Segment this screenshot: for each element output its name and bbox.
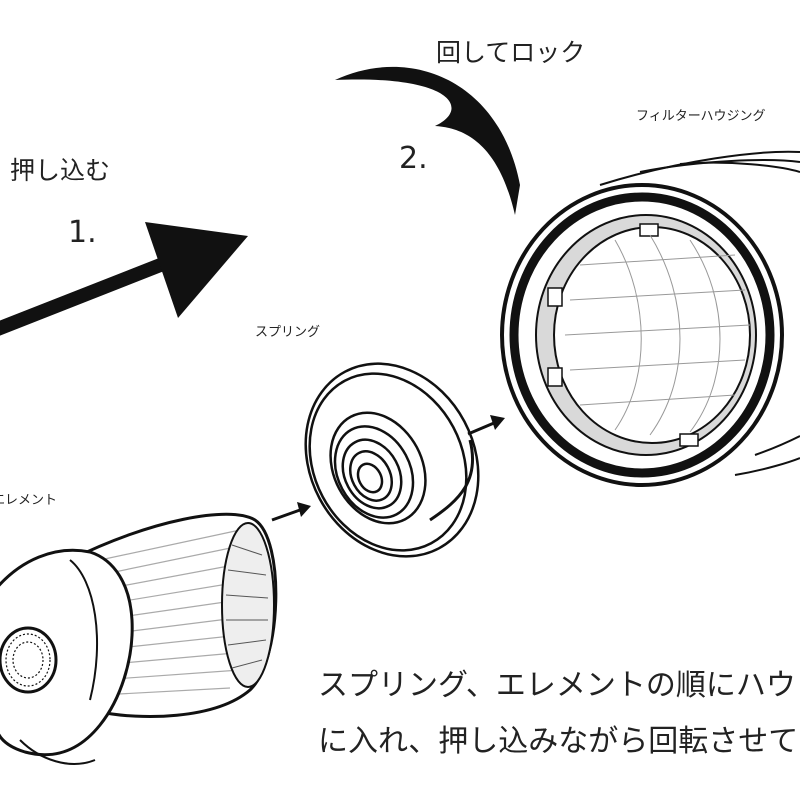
filter-housing-label: フィルターハウジング	[636, 109, 766, 124]
instruction-line-2: に入れ、押し込みながら回転させてロ	[318, 724, 800, 759]
instruction-line-1: スプリング、エレメントの順にハウ	[318, 668, 796, 703]
twist-lock-label: 回してロック	[436, 38, 586, 67]
push-arrow	[0, 222, 248, 336]
push-in-label: 押し込む	[10, 156, 111, 185]
element-label: エレメント	[0, 493, 58, 508]
filter-housing	[500, 150, 800, 487]
filter-element	[0, 512, 278, 765]
spring-coil	[304, 362, 480, 558]
small-arrow-element-to-spring	[271, 502, 311, 522]
twist-arrow	[335, 66, 520, 215]
spring-label: スプリング	[255, 325, 321, 340]
step-2-label: 2.	[399, 141, 428, 176]
small-arrow-spring-to-housing	[467, 415, 505, 436]
step-1-label: 1.	[68, 215, 97, 250]
